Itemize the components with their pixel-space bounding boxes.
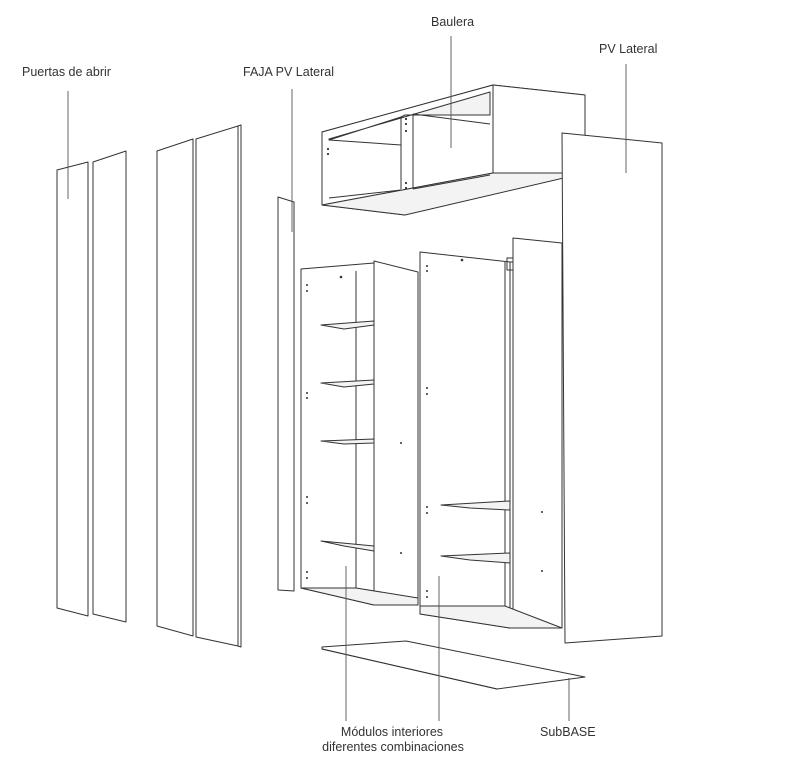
- label-modulos-line1: Módulos interiores: [340, 725, 444, 739]
- interior-module-left: [300, 260, 419, 606]
- door-wide-right: [195, 124, 242, 648]
- label-faja: FAJA PV Lateral: [243, 65, 335, 79]
- faja-strip: [277, 196, 295, 592]
- interior-module-right: [419, 237, 563, 629]
- label-pv-lateral: PV Lateral: [599, 42, 658, 56]
- label-puertas: Puertas de abrir: [22, 65, 111, 79]
- baulera-box: [321, 84, 586, 216]
- pv-lateral-panel: [561, 132, 663, 644]
- door-wide-left: [156, 138, 194, 637]
- label-subbase: SubBASE: [540, 725, 596, 739]
- subbase-plate: [321, 640, 586, 690]
- door-narrow-right: [92, 150, 127, 623]
- door-narrow-left: [56, 161, 89, 617]
- label-baulera: Baulera: [431, 15, 475, 29]
- label-modulos-line2: diferentes combinaciones: [322, 740, 464, 754]
